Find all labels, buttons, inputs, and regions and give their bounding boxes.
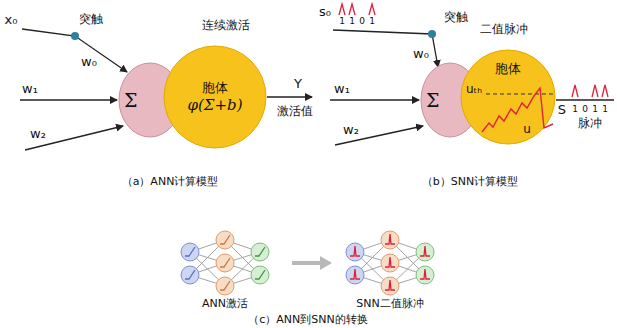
text-label: 0	[582, 105, 588, 115]
activation-icon	[255, 247, 265, 256]
neuron-circle	[216, 231, 234, 249]
output-wire	[556, 99, 614, 100]
node-shape	[461, 50, 555, 144]
neuron-circle	[381, 254, 399, 272]
text-label: SNN二值脉冲	[356, 298, 423, 310]
transition-arrow	[320, 256, 332, 270]
text-label: 1	[339, 17, 345, 27]
spike-icon	[350, 269, 360, 279]
threshold-line	[486, 93, 553, 94]
input-wire	[20, 99, 117, 100]
activation-icon	[185, 270, 195, 279]
text-label: ANN激活	[202, 298, 248, 310]
neuron-circle	[216, 254, 234, 272]
neuron-circle	[251, 266, 269, 284]
text-label: 激活值	[277, 105, 313, 118]
text-label: S	[558, 103, 566, 117]
text-label: 1	[602, 105, 608, 115]
node-text: 胞体	[202, 80, 228, 96]
node-text: Σ	[124, 89, 137, 112]
text-label: u	[523, 123, 531, 136]
text-label: 0	[359, 17, 365, 27]
network-illustration	[181, 231, 434, 295]
neuron-circle	[251, 243, 269, 261]
soma-circle: 胞体φ(Σ+b)	[163, 45, 267, 149]
text-label: （b）SNN计算模型	[422, 176, 518, 188]
activation-icon	[185, 247, 195, 256]
text-label: 突触	[79, 13, 103, 26]
activation-icon	[220, 281, 230, 290]
text-label: s₀	[319, 5, 331, 19]
text-label: Y	[294, 77, 302, 91]
text-label: 二值脉冲	[480, 23, 528, 36]
text-label: 连续激活	[202, 19, 250, 32]
neuron-circle	[181, 266, 199, 284]
spike-icon	[420, 246, 430, 256]
input-wire	[333, 30, 438, 67]
text-label: 1	[592, 105, 598, 115]
activation-icon	[220, 258, 230, 267]
synapse-dot	[71, 32, 79, 40]
spike-icon	[385, 280, 395, 290]
node-text: φ(Σ+b)	[188, 96, 243, 114]
text-label: w₀	[413, 47, 429, 61]
text-label: w₁	[334, 82, 350, 96]
text-label: w₁	[22, 82, 38, 96]
text-label: w₀	[81, 55, 97, 69]
neuron-circle	[381, 277, 399, 295]
transition-arrow	[292, 261, 322, 265]
membrane-trace	[482, 88, 553, 132]
neuron-circle	[416, 266, 434, 284]
neuron-circle	[181, 243, 199, 261]
text-label: 突触	[444, 11, 468, 24]
neuron-circle	[381, 231, 399, 249]
activation-icon	[255, 270, 265, 279]
output-wire	[267, 96, 312, 97]
text-label: 脉冲	[578, 117, 602, 130]
text-label: （c）ANN到SNN的转换	[248, 314, 367, 326]
spike-train	[339, 4, 608, 97]
spike-icon	[385, 234, 395, 244]
neuron-circle	[216, 277, 234, 295]
neuron-circle	[346, 243, 364, 261]
neuron-circle	[416, 243, 434, 261]
neuron-circle	[346, 266, 364, 284]
text-label: w₂	[343, 123, 359, 137]
text-label: x₀	[5, 13, 18, 27]
text-label: （a）ANN计算模型	[122, 176, 219, 188]
synapse-dot	[428, 30, 436, 38]
node-text: 胞体	[495, 61, 521, 77]
text-label: 1	[369, 17, 375, 27]
input-wire	[22, 29, 127, 72]
spike-icon	[350, 246, 360, 256]
text-label: 1	[349, 17, 355, 27]
text-label: 1	[572, 105, 578, 115]
spike-icon	[385, 257, 395, 267]
text-label: uₜₕ	[466, 83, 482, 96]
node-shape	[164, 46, 266, 148]
spike-icon	[420, 269, 430, 279]
node-text: Σ	[426, 89, 439, 112]
input-wire	[330, 99, 419, 100]
activation-icon	[220, 235, 230, 244]
input-wire	[25, 126, 123, 150]
text-label: w₂	[30, 127, 46, 141]
